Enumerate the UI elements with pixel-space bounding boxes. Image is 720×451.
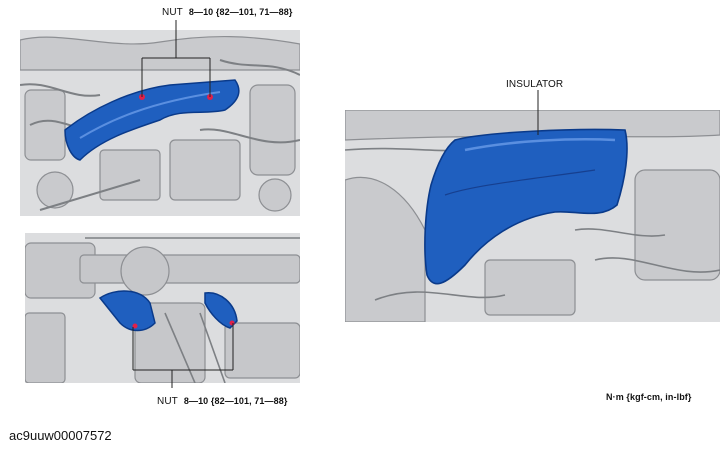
engine-bottom-view-illustration <box>25 233 300 383</box>
insulator-view-panel <box>345 110 720 322</box>
bottom-nut-part-name: NUT <box>157 396 178 407</box>
top-nut-torque-label: NUT 8—10 {82—101, 71—88} <box>162 7 292 18</box>
figure-id: ac9uuw00007572 <box>9 428 112 443</box>
engine-top-view-illustration <box>20 30 300 216</box>
top-nut-part-name: NUT <box>162 7 183 18</box>
top-nut-torque-spec: 8—10 {82—101, 71—88} <box>188 7 293 17</box>
bottom-nut-torque-label: NUT 8—10 {82—101, 71—88} <box>157 396 287 407</box>
engine-bottom-view-panel <box>25 233 300 383</box>
insulator-view-illustration <box>345 110 720 322</box>
insulator-label: INSULATOR <box>506 79 564 90</box>
engine-top-view-panel <box>20 30 300 216</box>
bottom-nut-torque-spec: 8—10 {82—101, 71—88} <box>183 396 288 406</box>
torque-units-note: N·m {kgf-cm, in-lbf} <box>606 392 692 402</box>
